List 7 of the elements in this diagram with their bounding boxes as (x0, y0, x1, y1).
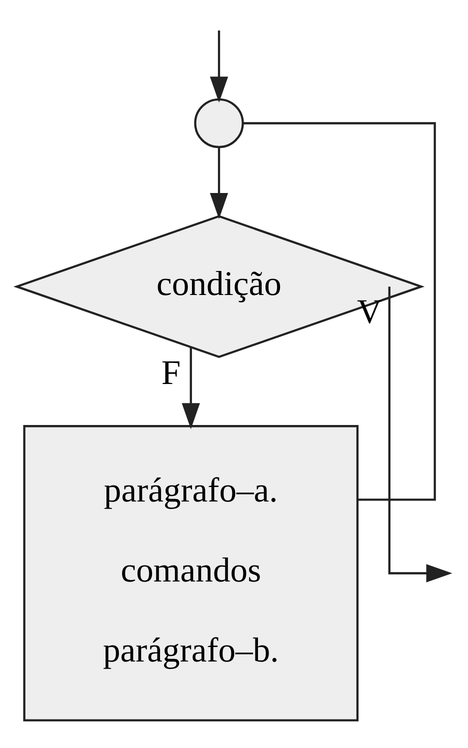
node-box: parágrafo–a. comandos parágrafo–b. (23, 424, 359, 721)
node-circle (194, 98, 244, 148)
arrow (210, 146, 228, 218)
arrow (182, 346, 200, 429)
connector (242, 122, 436, 500)
arrow (210, 30, 228, 102)
arrow (388, 286, 452, 582)
